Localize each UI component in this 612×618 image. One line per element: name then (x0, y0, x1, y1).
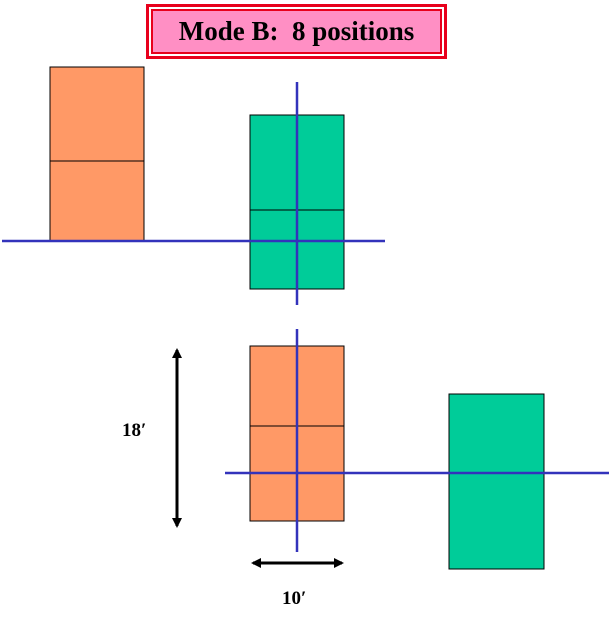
bottom-green-box (448, 393, 545, 570)
height-dimension-label: 18′ (122, 420, 147, 441)
title-frame: Mode B: 8 positions (146, 4, 447, 59)
diagram-title: Mode B: 8 positions (151, 9, 442, 54)
top-left-orange-box (49, 66, 145, 242)
width-dimension-label: 10′ (282, 588, 307, 609)
